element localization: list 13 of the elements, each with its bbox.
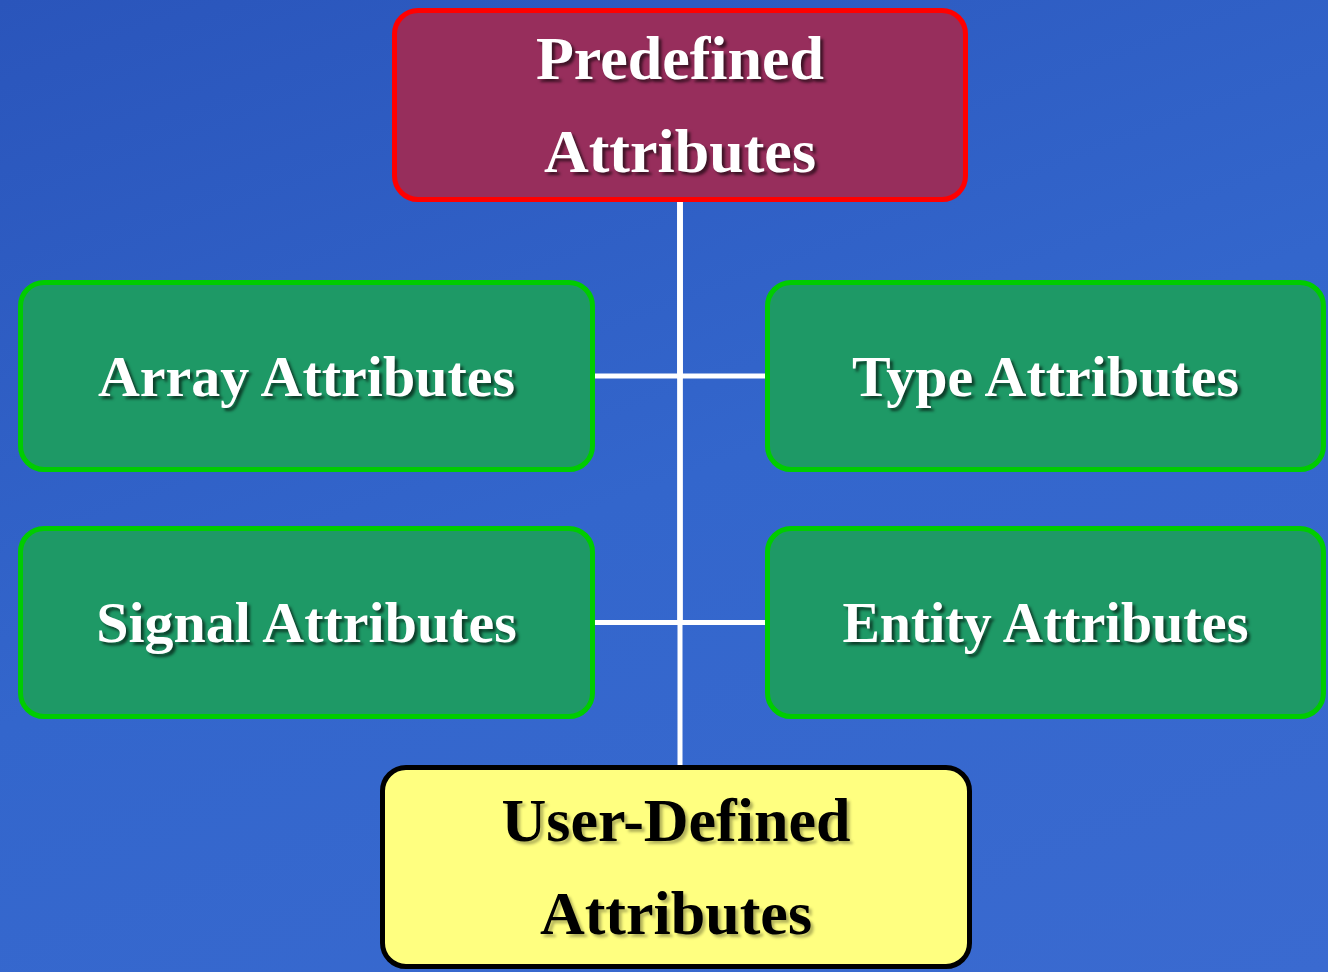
rounded-box <box>18 280 595 472</box>
box-label: Type Attributes <box>851 342 1240 411</box>
connector-line <box>677 202 683 765</box>
rounded-box <box>18 526 595 719</box>
rounded-box <box>392 8 968 202</box>
box-label: Signal Attributes <box>96 589 517 657</box>
box-label: User-Defined Attributes <box>500 785 852 949</box>
box-label: Array Attributes <box>97 342 516 411</box>
rounded-box <box>765 526 1326 719</box>
box-label: Entity Attributes <box>842 590 1249 656</box>
rounded-box <box>765 280 1326 472</box>
box-label: Predefined Attributes <box>534 23 826 187</box>
rounded-box <box>380 765 972 969</box>
